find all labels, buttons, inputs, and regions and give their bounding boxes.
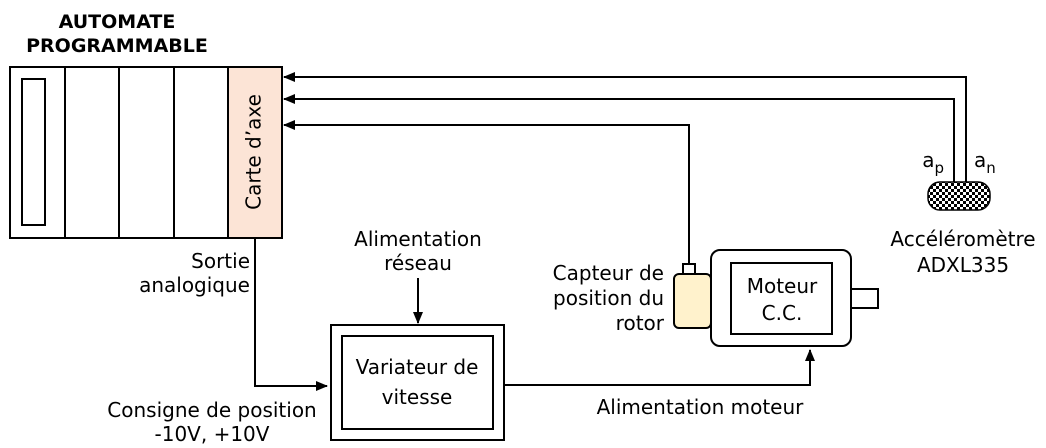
drive-label-line1: Variateur de	[356, 355, 479, 379]
accel-an-signal-line	[283, 72, 967, 188]
accel-pin-ap: ap	[922, 148, 944, 177]
accel-pin-an: an	[974, 148, 996, 177]
accelerometer: ap an Accéléromètre ADXL335	[890, 148, 1035, 277]
plc-title: AUTOMATE PROGRAMMABLE	[26, 11, 208, 57]
motor-label-line2: C.C.	[762, 301, 803, 325]
drive-label-line2: vitesse	[382, 385, 453, 409]
motor-supply-label: Alimentation moteur	[597, 395, 805, 419]
setpoint-label-line2: -10V, +10V	[155, 422, 270, 446]
mains-label-line2: réseau	[384, 251, 452, 275]
drive-inner-frame	[341, 335, 494, 430]
sensor-connector	[682, 263, 696, 275]
accel-ap-signal-line	[283, 94, 955, 188]
sensor-body	[673, 273, 712, 329]
rotor-sensor-label-line1: Capteur de	[553, 261, 664, 285]
motor-shaft	[850, 288, 879, 309]
plc-title-line1: AUTOMATE	[59, 11, 176, 33]
rotor-sensor-label-line2: position du	[553, 286, 664, 310]
motor-inner-frame	[730, 262, 833, 335]
setpoint-label-line1: Consigne de position	[107, 398, 316, 422]
accelerometer-label-line2: ADXL335	[917, 253, 1009, 277]
axis-card-label: Carte d’axe	[242, 94, 266, 210]
rotor-position-sensor	[673, 263, 712, 329]
plc-power-module	[21, 78, 46, 226]
dc-motor: Moteur C.C.	[710, 249, 879, 347]
analog-output-label-line1: Sortie	[191, 249, 250, 273]
analog-output-label-line2: analogique	[139, 273, 250, 297]
speed-drive: Variateur de vitesse	[330, 324, 505, 441]
motor-label-line1: Moteur	[747, 274, 818, 298]
motor-supply-line	[504, 349, 815, 386]
analog-output-line	[254, 238, 328, 391]
mains-label-line1: Alimentation	[354, 227, 482, 251]
rotor-sensor-signal-line	[283, 120, 690, 264]
plc-title-line2: PROGRAMMABLE	[26, 35, 208, 57]
plc-rack: Carte d’axe	[9, 66, 283, 239]
accelerometer-chip	[927, 181, 991, 211]
accelerometer-label-line1: Accéléromètre	[890, 227, 1035, 251]
rotor-sensor-label-line3: rotor	[616, 311, 665, 335]
